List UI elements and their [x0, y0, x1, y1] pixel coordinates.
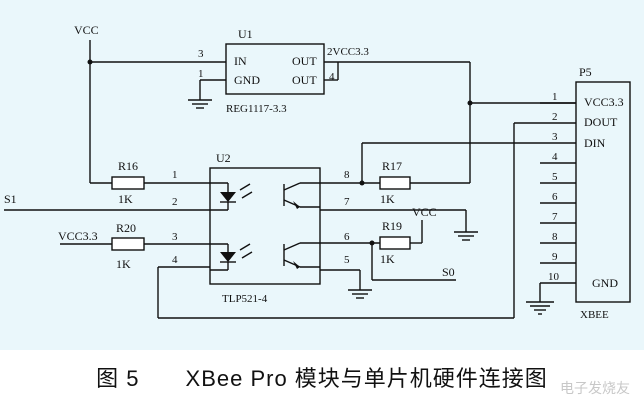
figure-caption: 图 5 XBee Pro 模块与单片机硬件连接图 — [0, 350, 644, 404]
r19-vcc-label: VCC — [412, 205, 437, 219]
figure-title: XBee Pro 模块与单片机硬件连接图 — [185, 366, 548, 391]
ground-symbol-p5 — [526, 301, 554, 315]
p5-din-label: DIN — [584, 136, 606, 150]
u1-out-top-label: OUT — [292, 54, 317, 68]
ground-symbol-pin7 — [454, 231, 478, 241]
u2-optocoupler-body — [209, 167, 321, 285]
p5-ref-label: P5 — [579, 65, 592, 79]
u2-led-lower-icon — [220, 243, 253, 270]
vcc33-left-label: VCC3.3 — [58, 229, 98, 243]
u2-led-upper-icon — [220, 183, 253, 210]
r19-ref-label: R19 — [382, 219, 402, 233]
p5-pin-6: 6 — [552, 191, 558, 203]
s1-label: S1 — [4, 192, 17, 206]
resistor-r17 — [379, 176, 411, 190]
p5-pin-10: 10 — [548, 271, 560, 283]
u2-pin7-label: 7 — [344, 196, 350, 208]
junction-dot — [359, 180, 365, 186]
u1-regulator-body — [225, 43, 325, 95]
u2-pin5-label: 5 — [344, 254, 350, 266]
u1-pin4-label: 4 — [329, 71, 335, 83]
u2-internal-wires — [210, 182, 320, 271]
r20-value-label: 1K — [116, 257, 131, 271]
p5-vcc-label: VCC3.3 — [584, 95, 624, 109]
u1-ref-label: U1 — [238, 27, 253, 41]
r19-value-label: 1K — [380, 252, 395, 266]
p5-pin-2: 2 — [552, 111, 558, 123]
u2-phototransistor-lower-icon — [283, 242, 301, 269]
schematic-diagram: U1 IN OUT GND OUT REG1117-3.3 3 1 2VCC3.… — [0, 0, 644, 350]
resistor-r20 — [111, 237, 145, 251]
u2-part-label: TLP521-4 — [222, 293, 268, 305]
u2-pin4-label: 4 — [172, 254, 178, 266]
u2-pin2-label: 2 — [172, 196, 178, 208]
u1-pin1-label: 1 — [198, 68, 204, 80]
p5-pin-4: 4 — [552, 151, 558, 163]
u1-out-bot-label: OUT — [292, 73, 317, 87]
p5-pin-lines — [540, 102, 576, 284]
resistor-r19 — [379, 236, 411, 250]
resistor-r16 — [111, 176, 145, 190]
p5-pin-5: 5 — [552, 171, 558, 183]
u2-phototransistor-upper-icon — [283, 182, 301, 209]
u1-pin2-label: 2VCC3.3 — [327, 46, 369, 58]
u1-part-label: REG1117-3.3 — [226, 103, 287, 115]
u2-ref-label: U2 — [216, 151, 231, 165]
u2-pin1-label: 1 — [172, 169, 178, 181]
u1-pin3-label: 3 — [198, 48, 204, 60]
watermark: 电子发烧友 — [560, 381, 630, 397]
figure-number: 图 5 — [96, 366, 140, 391]
p5-pin-8: 8 — [552, 231, 558, 243]
r20-ref-label: R20 — [116, 221, 136, 235]
vcc-top-label: VCC — [74, 23, 99, 37]
u2-pin3-label: 3 — [172, 231, 178, 243]
u1-gnd-label: GND — [234, 73, 260, 87]
u2-pin6-label: 6 — [344, 231, 350, 243]
p5-gnd-label: GND — [592, 276, 618, 290]
p5-pin-3: 3 — [552, 131, 558, 143]
p5-dout-label: DOUT — [584, 115, 618, 129]
u1-in-label: IN — [234, 54, 247, 68]
r17-ref-label: R17 — [382, 159, 402, 173]
ground-symbol-u1 — [188, 99, 212, 109]
u2-pin8-label: 8 — [344, 169, 350, 181]
r16-ref-label: R16 — [118, 159, 138, 173]
p5-part-label: XBEE — [580, 309, 609, 321]
r16-value-label: 1K — [118, 192, 133, 206]
p5-xbee-body — [575, 81, 631, 303]
ground-symbol-pin5 — [348, 289, 372, 299]
r17-value-label: 1K — [380, 192, 395, 206]
s0-label: S0 — [442, 265, 455, 279]
p5-pin-7: 7 — [552, 211, 558, 223]
p5-pin-1: 1 — [552, 91, 558, 103]
junction-dot — [467, 100, 473, 106]
p5-pin-9: 9 — [552, 251, 558, 263]
